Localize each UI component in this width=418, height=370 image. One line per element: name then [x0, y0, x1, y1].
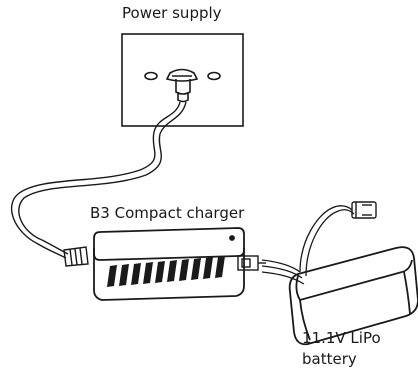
- charger-led-icon: [229, 235, 235, 241]
- outlet-screw-left: [144, 71, 158, 81]
- lipo-battery: [288, 246, 418, 346]
- wall-plug: [165, 68, 199, 103]
- battery-label: 11.1V LiPo battery: [302, 328, 381, 370]
- power-cable: [10, 101, 187, 259]
- battery-discharge-connector: [351, 201, 377, 219]
- outlet-screw-right: [207, 71, 221, 81]
- charger-input-plug: [63, 246, 89, 267]
- balance-connector: [237, 255, 266, 271]
- battery-wires: [261, 205, 355, 285]
- charger-label: B3 Compact charger: [90, 204, 245, 222]
- battery-label-line2: battery: [302, 350, 357, 368]
- wall-outlet: [121, 33, 244, 127]
- battery-label-line1: 11.1V LiPo: [302, 329, 381, 347]
- power-supply-label: Power supply: [122, 4, 222, 22]
- charger-vents: [107, 256, 225, 287]
